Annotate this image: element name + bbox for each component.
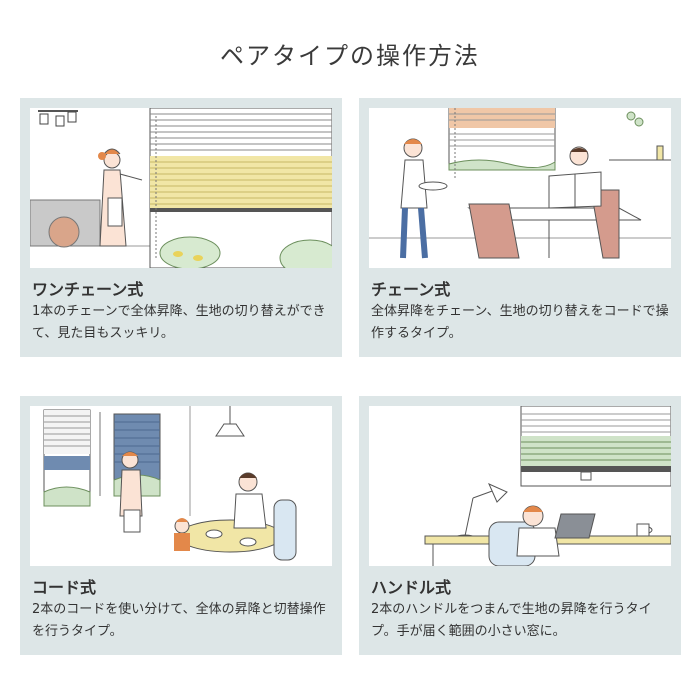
- card-description: 2本のハンドルをつまんで生地の昇降を行うタイプ。手が届く範囲の小さい窓に。: [371, 602, 652, 639]
- card-description: 2本のコードを使い分けて、全体の昇降と切替操作を行うタイプ。: [32, 602, 326, 639]
- card-description: 全体昇降をチェーン、生地の切り替えをコードで操作するタイプ。: [371, 304, 669, 341]
- one-chain-illustration: [30, 108, 332, 268]
- card-handle: ハンドル式 2本のハンドルをつまんで生地の昇降を行うタイプ。手が届く範囲の小さい…: [359, 396, 681, 655]
- handle-illustration: [369, 406, 671, 566]
- card-title: チェーン式: [371, 280, 451, 299]
- card-one-chain: ワンチェーン式 1本のチェーンで全体昇降、生地の切り替えができて、見た目もスッキ…: [20, 98, 342, 357]
- card-title: コード式: [32, 578, 97, 597]
- chain-illustration: [369, 108, 671, 268]
- card-chain: チェーン式 全体昇降をチェーン、生地の切り替えをコードで操作するタイプ。: [359, 98, 681, 357]
- card-title: ハンドル式: [371, 578, 452, 597]
- cord-illustration: [30, 406, 332, 566]
- card-title: ワンチェーン式: [32, 280, 144, 299]
- card-cord: コード式 2本のコードを使い分けて、全体の昇降と切替操作を行うタイプ。: [20, 396, 342, 655]
- page-title: ペアタイプの操作方法: [220, 42, 480, 70]
- card-description: 1本のチェーンで全体昇降、生地の切り替えができて、見た目もスッキリ。: [32, 304, 326, 341]
